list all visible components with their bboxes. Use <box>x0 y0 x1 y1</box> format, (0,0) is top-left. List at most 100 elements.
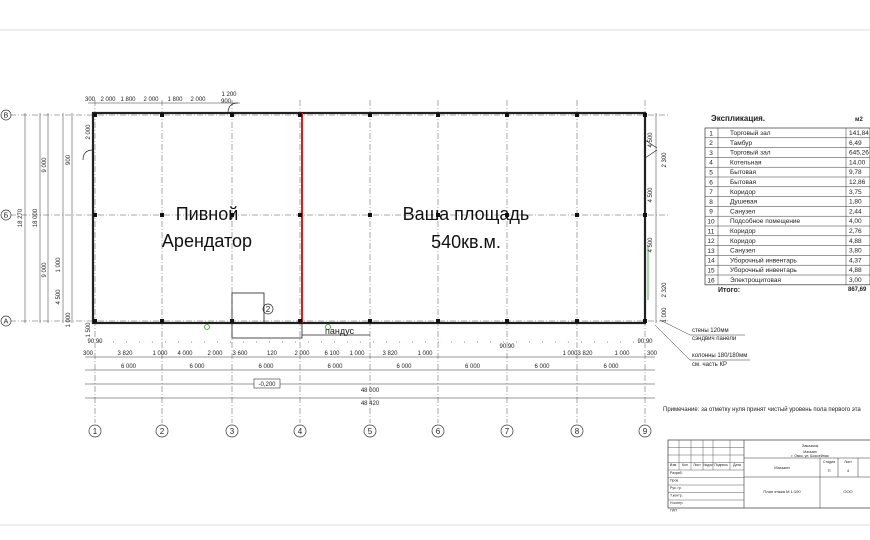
explication-total-value: 867,69 <box>848 287 867 293</box>
axis-bubble <box>0 315 12 327</box>
explication-title: Экспликация. <box>711 114 765 123</box>
dimension-label: 3 820 <box>382 351 398 357</box>
column <box>298 213 302 217</box>
entrance-block <box>231 322 303 339</box>
dimension-label: 1 000 <box>417 351 433 357</box>
axis-bubble <box>293 424 307 438</box>
column <box>160 319 164 323</box>
drawing-note: Примечание: за отметку нуля принят чисты… <box>663 406 861 413</box>
axis-label: 8 <box>575 427 580 436</box>
available-area-value: 540кв.м. <box>431 232 501 252</box>
tb-sheet-header: Лист <box>844 460 852 464</box>
column <box>575 213 579 217</box>
dimension-label: 6 000 <box>258 364 274 370</box>
available-area-label: Ваша площадь <box>403 204 530 224</box>
dimension-label: 2 300 <box>662 152 668 168</box>
room-name: Тамбур <box>730 139 752 147</box>
column <box>436 319 440 323</box>
tb-header: Изм <box>670 463 677 467</box>
dimension-label: 3 600 <box>232 351 248 357</box>
room-area: 4,88 <box>849 267 862 274</box>
vestibule <box>231 292 265 324</box>
column <box>298 319 302 323</box>
dimension-label: 6 000 <box>327 364 343 370</box>
tenant-label-2: Арендатор <box>162 231 252 251</box>
dimension-label: 120 <box>267 351 278 357</box>
row-number: 9 <box>709 209 713 216</box>
tb-plan-name: План этажа М 1:100 <box>763 489 801 494</box>
tb-role: Пров. <box>670 479 679 483</box>
column <box>368 113 372 117</box>
column <box>230 213 234 217</box>
column <box>505 213 509 217</box>
row-number: 8 <box>709 199 713 206</box>
marker-icon <box>325 324 331 330</box>
axis-label: Б <box>4 213 9 220</box>
room-area: 4,37 <box>849 257 862 264</box>
dimension-label: 1 000 <box>614 351 630 357</box>
room-area: 3,75 <box>849 189 862 196</box>
marker-icon <box>204 324 210 330</box>
callouts: стены 120мм сэндвич панели колонны 180/1… <box>654 319 750 368</box>
column <box>230 113 234 117</box>
tb-header: №док <box>703 463 713 467</box>
tb-sheet: 4 <box>847 468 850 473</box>
column <box>643 113 647 117</box>
axis-label: 7 <box>505 427 510 436</box>
table-row: 15 Уборочный инвентарь 4,88 <box>707 266 862 274</box>
axis-bubble <box>363 424 377 438</box>
dimension-label: 4 000 <box>177 351 193 357</box>
tb-role: Н.контр. <box>670 501 683 505</box>
dimension-label: 1 000 <box>562 351 578 357</box>
tb-stage: П <box>828 468 831 473</box>
dimension-label: 1 000 <box>662 307 668 323</box>
axis-bubble <box>431 424 445 438</box>
room-name: Бытовая <box>730 169 756 176</box>
tb-header: Подпись <box>714 463 728 467</box>
column <box>643 319 647 323</box>
row-number: 15 <box>707 268 715 275</box>
dimension-label: 18 270 <box>18 208 24 227</box>
tb-role: ГИП <box>670 509 677 513</box>
tb-customer: Заказчик <box>802 443 819 448</box>
column <box>93 213 97 217</box>
row-number: 5 <box>709 170 713 177</box>
room-name: Уборочный инвентарь <box>730 266 797 274</box>
axis-bubble <box>0 109 12 121</box>
axis-label: 1 <box>93 427 98 436</box>
title-block-border <box>667 439 870 509</box>
column <box>505 319 509 323</box>
room-name: Коридор <box>730 228 756 235</box>
room-area: 3,80 <box>849 248 862 255</box>
tb-object: г. Омск, ул. Шоссейная <box>791 454 828 458</box>
room-name: Электрощитовая <box>730 277 781 284</box>
room-area: 4,00 <box>849 218 862 225</box>
column-mark: 90 90 <box>499 344 515 350</box>
dimension-label: 2 000 <box>143 97 159 103</box>
axis-label: 9 <box>643 427 648 436</box>
dimension-label: 900 <box>66 154 72 165</box>
tb-role: Разраб. <box>670 471 683 475</box>
column <box>436 213 440 217</box>
tb-role: Рук. гр. <box>670 486 682 490</box>
ramp-label: пандус <box>325 326 354 336</box>
dimension-label: 2 000 <box>100 97 116 103</box>
column <box>93 319 97 323</box>
dimension-label: 3 820 <box>577 351 593 357</box>
room-name: Бытовая <box>730 179 756 186</box>
room-area: 1,80 <box>849 199 862 206</box>
dimension-label: 9 000 <box>42 157 48 173</box>
room-name: Коридор <box>730 238 756 245</box>
explication-total-label: Итого: <box>718 287 740 294</box>
axis-label: 3 <box>230 427 235 436</box>
axis-label: 2 <box>160 427 165 436</box>
